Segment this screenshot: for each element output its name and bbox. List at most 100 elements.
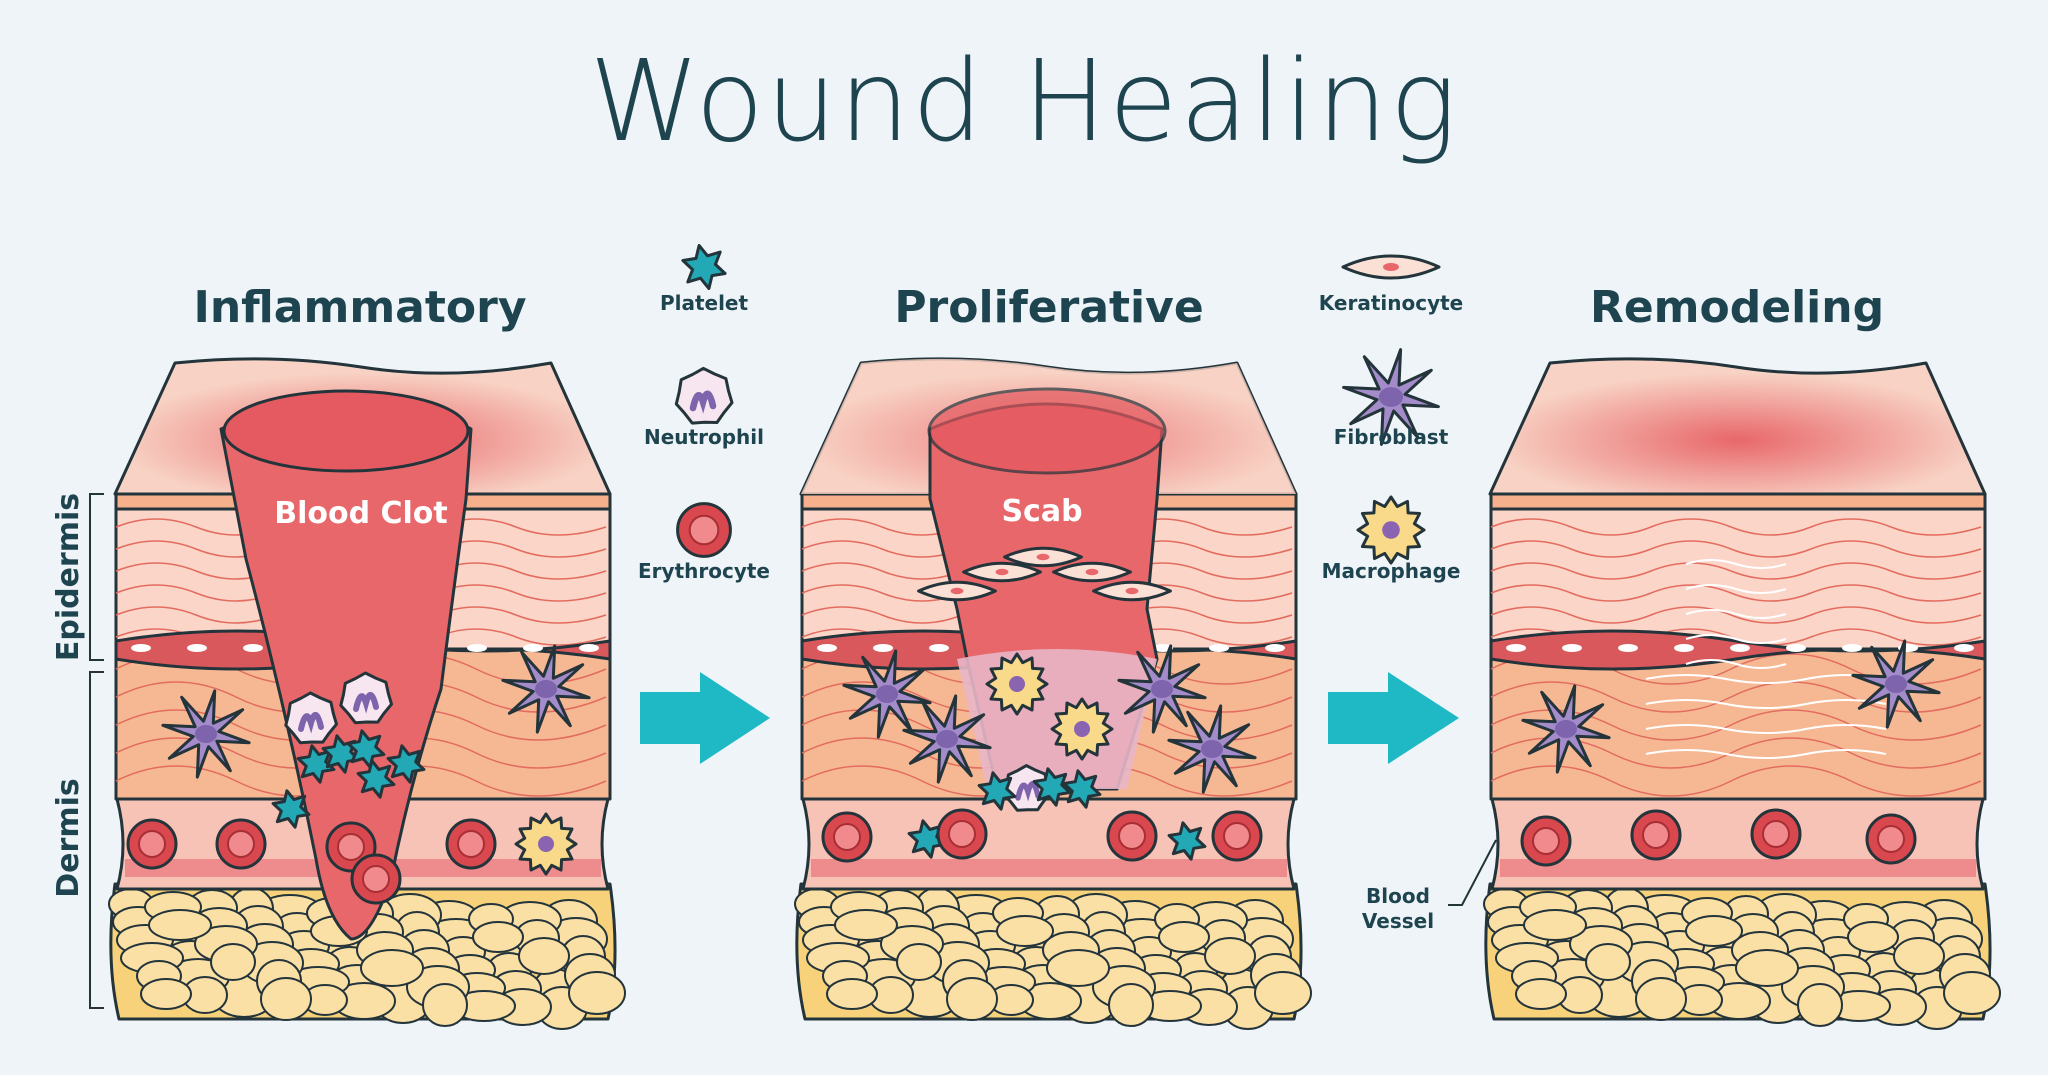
fat-cell — [1046, 949, 1110, 987]
erythrocyte-center — [1223, 822, 1251, 850]
erythrocyte-center — [833, 823, 861, 851]
basal-cell-nucleus — [1618, 644, 1638, 652]
fibroblast-nucleus — [876, 685, 898, 703]
fat-cell — [148, 909, 212, 941]
erythrocyte-center — [337, 833, 365, 861]
macrophage-nucleus — [538, 836, 554, 852]
blood-vessel-pointer — [1448, 839, 1497, 906]
basal-cell-nucleus — [579, 644, 599, 652]
scar-fiber — [1685, 609, 1787, 619]
legend-label: Keratinocyte — [1319, 291, 1463, 315]
keratinocyte-nucleus — [950, 587, 964, 595]
legend-item-platelet: Platelet — [660, 244, 749, 315]
epidermis-layer — [1489, 507, 1987, 651]
neutrophil-nucleus — [298, 712, 324, 734]
legend-label: Erythrocyte — [638, 559, 770, 583]
platelet-icon — [681, 244, 727, 290]
macrophage-icon — [514, 812, 578, 876]
scar-fiber — [1685, 584, 1787, 594]
fat-cell — [260, 977, 312, 1021]
phase-title-proliferative: Proliferative — [894, 282, 1203, 333]
fibroblast-nucleus — [1151, 680, 1173, 698]
fat-cell — [1158, 921, 1210, 953]
epidermis-fiber — [1490, 606, 1982, 624]
fat-cell — [1254, 971, 1312, 1015]
basal-cell-nucleus — [1265, 644, 1285, 652]
erythrocyte-icon — [1865, 813, 1917, 865]
keratinocyte-nucleus — [1383, 263, 1399, 271]
phase-title-remodeling: Remodeling — [1590, 282, 1884, 333]
erythrocyte-center — [1532, 827, 1560, 855]
fat-cell — [210, 943, 256, 981]
legend-item-macrophage: Macrophage — [1322, 495, 1461, 583]
scab-label: Scab — [1001, 494, 1082, 529]
fibroblast-icon — [1521, 684, 1611, 774]
dermis-fiber — [1490, 765, 1982, 797]
keratinocyte-nucleus — [995, 568, 1009, 576]
panel-remodeling — [1483, 357, 2001, 1030]
basal-cell-nucleus — [1506, 644, 1526, 652]
erythrocyte-center — [1877, 825, 1905, 853]
fat-cell — [1893, 937, 1945, 975]
page-title: Wound Healing — [589, 37, 1459, 167]
fibroblast-icon — [1117, 644, 1207, 734]
erythrocyte-icon — [1750, 808, 1802, 860]
skin-surface — [1488, 357, 1987, 496]
fat-cell — [996, 915, 1054, 947]
neutrophil-icon — [339, 671, 393, 725]
platelet-icon — [1032, 767, 1072, 807]
legend-label: Macrophage — [1322, 559, 1461, 583]
keratinocyte-icon — [962, 561, 1042, 583]
fat-cell — [1847, 921, 1899, 953]
legend-label: Platelet — [660, 291, 749, 315]
basal-cell-nucleus — [187, 644, 207, 652]
epidermis-fiber — [1490, 562, 1982, 580]
erythrocyte-icon — [126, 818, 178, 870]
scar-fiber — [1645, 724, 1887, 734]
epidermis-bracket — [89, 493, 104, 1009]
erythrocyte-icon — [1106, 810, 1158, 862]
fibroblast-nucleus — [535, 680, 557, 698]
keratinocyte-icon — [1052, 561, 1132, 583]
erythrocyte-center — [457, 830, 485, 858]
keratinocyte-icon — [1341, 254, 1441, 280]
blood-clot-label: Blood Clot — [274, 496, 448, 531]
basal-cell-nucleus — [873, 644, 893, 652]
fibroblast-icon — [902, 694, 992, 784]
fat-cell — [826, 978, 878, 1010]
basal-cell-nucleus — [817, 644, 837, 652]
fibroblast-icon — [1342, 348, 1440, 446]
fat-cell — [1204, 937, 1256, 975]
scar-fiber — [1645, 749, 1887, 759]
arrow-icon — [640, 672, 770, 764]
keratinocyte-icon — [1092, 580, 1172, 602]
fat-cell — [896, 943, 942, 981]
basal-cell-nucleus — [523, 644, 543, 652]
scab-top — [927, 387, 1167, 475]
fat-cell — [140, 978, 192, 1010]
erythrocyte-icon — [1520, 815, 1572, 867]
fibroblast-icon — [1167, 704, 1257, 794]
macrophage-nucleus — [1009, 676, 1025, 692]
legend-item-keratinocyte: Keratinocyte — [1319, 254, 1463, 315]
blood-vessel-flow — [811, 859, 1287, 877]
fibroblast-icon — [1851, 639, 1941, 729]
fat-cell — [1108, 983, 1154, 1027]
macrophage-icon — [985, 652, 1049, 716]
neutrophil-icon — [674, 366, 734, 425]
fibroblast-icon — [501, 644, 591, 734]
fat-cell — [834, 909, 898, 941]
erythrocyte-icon — [1211, 810, 1263, 862]
fibroblast-icon — [161, 689, 251, 779]
stratum-corneum — [1489, 492, 1987, 511]
erythrocyte-icon — [821, 811, 873, 863]
fibroblast-nucleus — [1555, 720, 1577, 738]
legend-label: Fibroblast — [1334, 425, 1449, 449]
keratinocyte-nucleus — [1085, 568, 1099, 576]
scar-fiber — [1685, 634, 1787, 644]
fat-cell — [1635, 977, 1687, 1021]
basal-cell-nucleus — [1786, 644, 1806, 652]
legend-label: Neutrophil — [644, 425, 764, 449]
fat-cell — [1585, 943, 1631, 981]
